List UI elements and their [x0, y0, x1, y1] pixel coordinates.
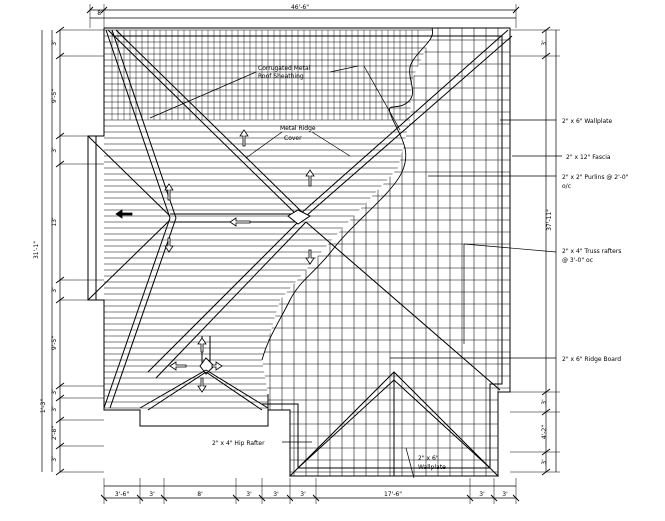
dimension-texts: 46'-6" 8' 31'-1" 37'-11" 1'-3" — [33, 4, 553, 413]
right-dim-text: 3' — [541, 399, 548, 405]
bottom-wallplate-label-line2: Wallplate — [418, 464, 446, 471]
slope-arrows — [115, 129, 315, 393]
bottom-dim-text: 3'-6" — [115, 491, 129, 498]
slope-arrow-filled — [115, 209, 133, 219]
bottom-dim-text: 3' — [479, 491, 485, 498]
dimension-lines — [41, 9, 557, 499]
right-depth-dim: 37'-11" — [546, 209, 553, 231]
left-dimension-texts: 3' 9'-5" 3' 13' 3' 9'-5" 3' 3' 2'-8" 3' — [51, 40, 58, 462]
right-dimension-texts: 3' 3' 4'-2" 3' — [541, 40, 548, 465]
bottom-dim-text: 3' — [273, 491, 279, 498]
purlins-label-line2: o/c — [562, 183, 571, 190]
bottom-dim-text: 3' — [502, 491, 508, 498]
slope-arrow-down — [164, 237, 174, 253]
left-dim-text: 3' — [51, 147, 58, 153]
truss-label-line1: 2" x 4" Truss rafters — [562, 248, 621, 255]
left-dim-text: 3' — [51, 389, 58, 395]
left-dim-text: 3' — [51, 287, 58, 293]
top-offset-dim: 8' — [97, 10, 103, 17]
left-outer-dim: 1'-3" — [40, 399, 47, 413]
bottom-dimension-texts: 3'-6" 3' 8' 3' 3' 3' 17'-6" 3' 3' — [115, 491, 508, 498]
bottom-wallplate-label-line1: 2" x 6" — [418, 455, 439, 462]
leader-lines — [149, 65, 562, 479]
left-dim-text: 3' — [51, 40, 58, 46]
left-dim-text: 3' — [51, 456, 58, 462]
bottom-dim-text: 8' — [197, 491, 203, 498]
purlins-label-line1: 2" x 2" Purlins @ 2'-0" — [562, 174, 629, 181]
right-dim-text: 3' — [541, 40, 548, 46]
slope-arrow-down-3 — [197, 377, 207, 393]
slope-arrow-right — [211, 361, 223, 371]
overall-width-dim: 46'-6" — [291, 4, 309, 11]
slope-arrow-up — [164, 183, 174, 201]
sheathing-label-line1: Corrugated Metal — [258, 65, 311, 72]
bottom-dim-text: 3' — [149, 491, 155, 498]
wallplate-label: 2" x 6" Wallplate — [562, 118, 612, 125]
slope-arrow-up-4 — [197, 337, 207, 353]
right-dim-text: 3' — [541, 459, 548, 465]
left-dim-text: 9'-5" — [51, 336, 58, 350]
ridge-board-label: 2" x 6" Ridge Board — [562, 356, 621, 363]
ridge-cover-label-line2: Cover — [284, 135, 302, 142]
bottom-dim-text: 17'-6" — [384, 491, 402, 498]
right-dim-text: 4'-2" — [541, 425, 548, 439]
hip-rafter-label: 2" x 4" Hip Rafter — [212, 440, 265, 447]
slope-arrow-up-2 — [305, 169, 315, 187]
annotation-labels: Corrugated Metal Roof Sheathing Metal Ri… — [212, 65, 629, 471]
slope-arrow-up-3 — [239, 129, 249, 147]
ridge-cover-label-line1: Metal Ridge — [280, 125, 316, 132]
fascia-label: 2" x 12" Fascia — [566, 154, 611, 161]
left-dim-text: 2'-8" — [51, 426, 58, 440]
slope-arrow-down-2 — [305, 249, 315, 265]
bottom-dim-text: 3' — [246, 491, 252, 498]
left-dim-text: 9'-5" — [51, 89, 58, 103]
left-dim-text: 13' — [51, 217, 58, 227]
slope-arrow-left — [229, 217, 251, 227]
left-dim-text: 3' — [51, 406, 58, 412]
sheathing-label-line2: Roof Sheathing — [258, 73, 304, 80]
bottom-dim-text: 3' — [300, 491, 306, 498]
dimension-ticks — [55, 4, 560, 504]
truss-label-line2: @ 3'-0" oc — [562, 257, 593, 264]
overall-depth-dim: 31'-1" — [33, 241, 40, 259]
slope-arrow-left-2 — [169, 361, 187, 371]
